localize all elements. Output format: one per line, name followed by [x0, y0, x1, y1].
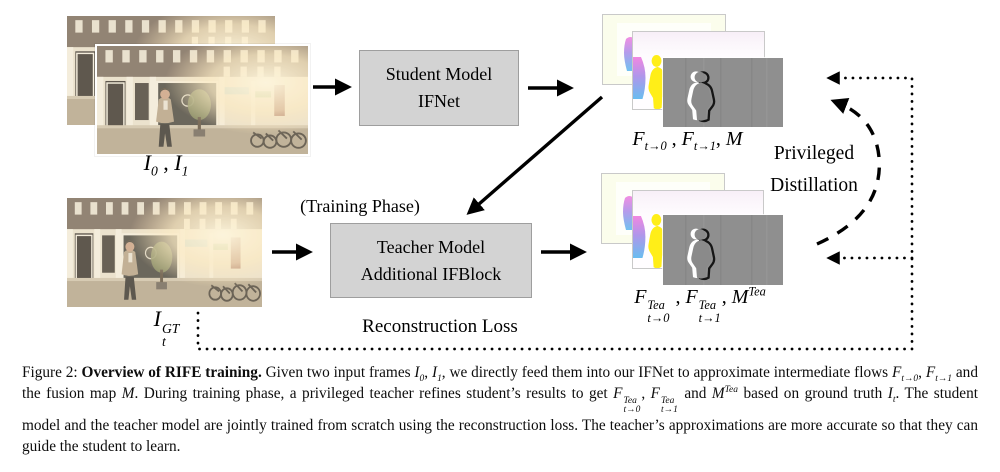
teacher-fusion-mask-image [663, 215, 783, 285]
figure-caption: Figure 2: Overview of RIFE training. Giv… [22, 364, 978, 455]
teacher-model-box-line1: Teacher Model [376, 236, 486, 257]
privileged-distillation-line2: Distillation [770, 175, 858, 196]
student-model-box-line1: Student Model [385, 64, 493, 84]
training-phase-label: (Training Phase) [300, 196, 420, 216]
teacher-model-box-line2: Additional IFBlock [360, 263, 502, 284]
teacher-model-box: Teacher Model Additional IFBlock [330, 223, 532, 298]
reconstruction-loss-label: Reconstruction Loss [362, 316, 518, 337]
student-outputs-label: Ft→0 , Ft→1, M [632, 128, 743, 153]
student-model-box-line2: IFNet [418, 91, 460, 111]
input-frame-i1-image [95, 44, 310, 156]
student-model-box: Student Model IFNet [359, 50, 519, 126]
input-frames-label: I0 , I1 [143, 150, 189, 179]
ground-truth-frame-image [67, 198, 262, 307]
student-fusion-mask-image [663, 58, 783, 127]
